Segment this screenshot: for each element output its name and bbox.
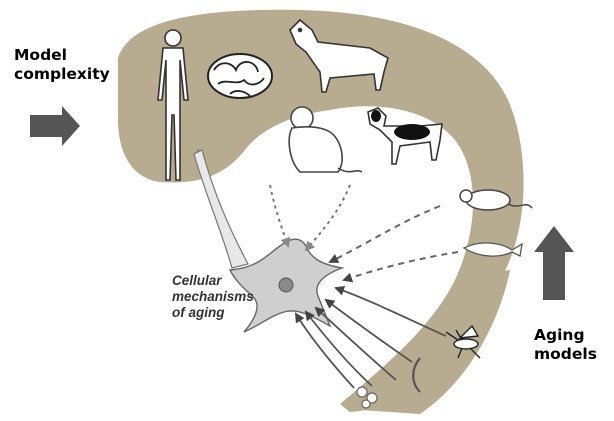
aging-models-line-1: Aging bbox=[534, 326, 597, 345]
fly-to-cell-arrow bbox=[336, 288, 446, 336]
aging-models-arrow bbox=[534, 226, 574, 300]
model-complexity-label: Model complexity bbox=[14, 46, 110, 85]
dog-to-cell-arrow bbox=[306, 185, 350, 250]
mouse-to-cell-arrow bbox=[330, 206, 440, 262]
monkey-to-cell-arrow bbox=[270, 185, 288, 246]
yeast-to-cell-arrow-2 bbox=[296, 314, 354, 388]
monkey-icon bbox=[289, 107, 362, 172]
fish-to-cell-arrow bbox=[344, 252, 458, 280]
aging-models-label: Aging models bbox=[534, 326, 597, 365]
model-complexity-arrow bbox=[30, 106, 80, 146]
aging-models-line-2: models bbox=[534, 345, 597, 364]
cellular-mechanisms-line-3: of aging bbox=[172, 305, 254, 321]
cellular-mechanisms-line-1: Cellular bbox=[172, 273, 254, 289]
cellular-mechanisms-line-2: mechanisms bbox=[172, 289, 254, 305]
model-complexity-line-2: complexity bbox=[14, 65, 110, 84]
cellular-mechanisms-label: Cellular mechanisms of aging bbox=[172, 273, 254, 321]
model-complexity-line-1: Model bbox=[14, 46, 110, 65]
brain-icon bbox=[208, 54, 272, 98]
